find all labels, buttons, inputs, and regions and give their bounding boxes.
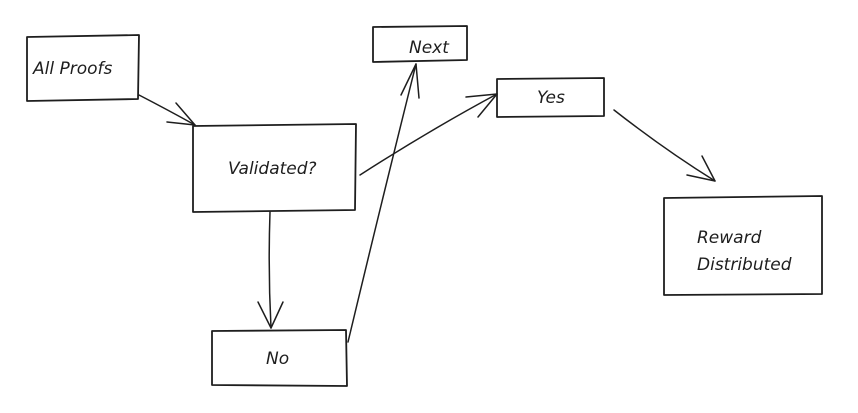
node-next-box <box>372 25 468 63</box>
node-reward-box <box>663 195 823 296</box>
node-validated-box <box>192 123 357 213</box>
edge-yes-to-reward <box>613 109 716 182</box>
node-reward-label-line2: Distributed <box>697 255 792 275</box>
node-validated: Validated? <box>192 123 357 213</box>
node-no-label: No <box>266 349 289 369</box>
edge-validated-to-yes-head <box>465 93 498 118</box>
node-all-proofs-label: All Proofs <box>32 59 113 79</box>
node-no: No <box>211 329 348 387</box>
node-yes-box <box>496 77 605 118</box>
edge-validated-to-yes-line <box>359 93 498 176</box>
node-no-box <box>211 329 348 387</box>
edge-all-proofs-to-validated-line <box>138 94 196 126</box>
node-next-label: Next <box>409 38 450 58</box>
edge-validated-to-no-line <box>268 211 272 329</box>
edge-yes-to-reward-line <box>613 109 716 182</box>
edge-all-proofs-to-validated <box>138 94 196 126</box>
node-yes: Yes <box>496 77 605 118</box>
edge-no-to-next-line <box>347 63 417 343</box>
edge-no-to-next <box>347 63 420 343</box>
edge-validated-to-yes <box>359 93 498 176</box>
edge-validated-to-no <box>257 211 284 329</box>
edge-no-to-next-head <box>400 63 420 99</box>
node-all-proofs: All Proofs <box>26 34 140 102</box>
node-reward-label-line1: Reward <box>697 228 762 248</box>
edge-validated-to-no-head <box>257 301 284 329</box>
node-next: Next <box>372 25 468 63</box>
node-reward-distributed: Reward Distributed <box>663 195 823 296</box>
edge-yes-to-reward-head <box>686 155 716 182</box>
node-validated-label: Validated? <box>228 159 317 179</box>
edge-all-proofs-to-validated-head <box>166 102 196 126</box>
node-all-proofs-box <box>26 34 140 102</box>
node-yes-label: Yes <box>537 88 565 108</box>
